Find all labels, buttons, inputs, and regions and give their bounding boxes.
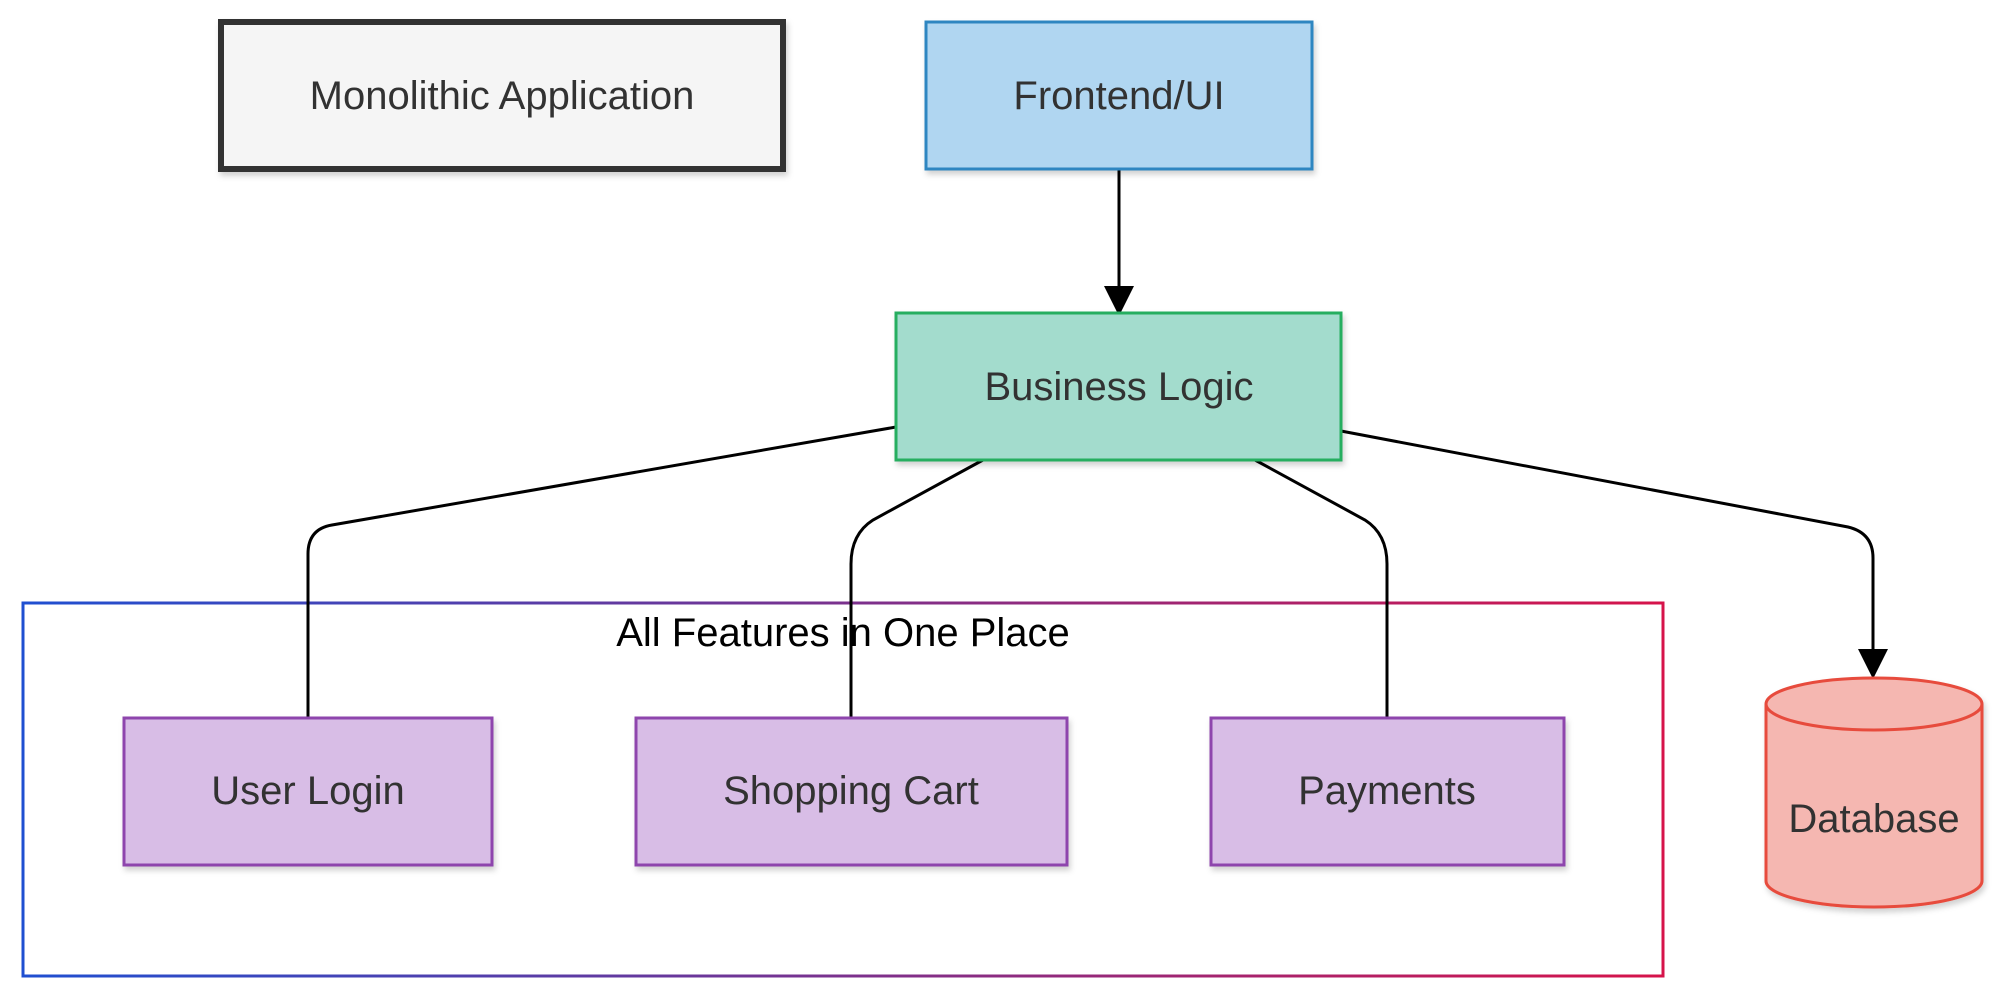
payments-box	[1211, 718, 1564, 865]
database-cylinder-outline	[1764, 676, 1984, 909]
features-group-label: All Features in One Place	[616, 611, 1070, 655]
payments-label: Payments	[1298, 769, 1476, 813]
user-login-label: User Login	[211, 769, 404, 813]
node-frontend-ui: Frontend/UI	[924, 20, 1314, 171]
database-cylinder-top-rim	[1764, 703, 1984, 732]
edge-business-logic-to-user-login	[306, 425, 897, 718]
frontend-ui-border	[924, 20, 1314, 171]
node-shopping-cart: Shopping Cart	[634, 716, 1069, 867]
features-group: All Features in One Place	[21, 601, 1665, 978]
node-payments: Payments	[1209, 716, 1566, 867]
database-cylinder-body	[1766, 678, 1982, 907]
frontend-ui-box	[926, 22, 1312, 169]
monolithic-application-label: Monolithic Application	[310, 74, 695, 118]
business-logic-label: Business Logic	[984, 365, 1253, 409]
business-logic-border	[894, 311, 1343, 462]
node-database: Database	[1764, 676, 1984, 909]
user-login-border	[122, 716, 494, 867]
edge-business-logic-to-payments	[1254, 458, 1389, 718]
frontend-ui-label: Frontend/UI	[1013, 74, 1224, 118]
business-logic-box	[896, 313, 1341, 460]
shopping-cart-label: Shopping Cart	[723, 769, 979, 813]
node-business-logic: Business Logic	[894, 311, 1343, 462]
edges	[306, 170, 1888, 718]
node-monolithic-application: Monolithic Application	[218, 19, 786, 172]
user-login-box	[124, 718, 492, 865]
monolithic-application-box	[221, 22, 783, 169]
features-group-border	[21, 601, 1665, 978]
payments-border	[1209, 716, 1566, 867]
database-label: Database	[1788, 797, 1959, 841]
node-user-login: User Login	[122, 716, 494, 867]
shopping-cart-box	[636, 718, 1067, 865]
edge-business-logic-to-shopping-cart	[849, 458, 984, 718]
monolithic-application-border	[218, 19, 786, 172]
shopping-cart-border	[634, 716, 1069, 867]
edge-business-logic-to-database	[1340, 429, 1888, 679]
